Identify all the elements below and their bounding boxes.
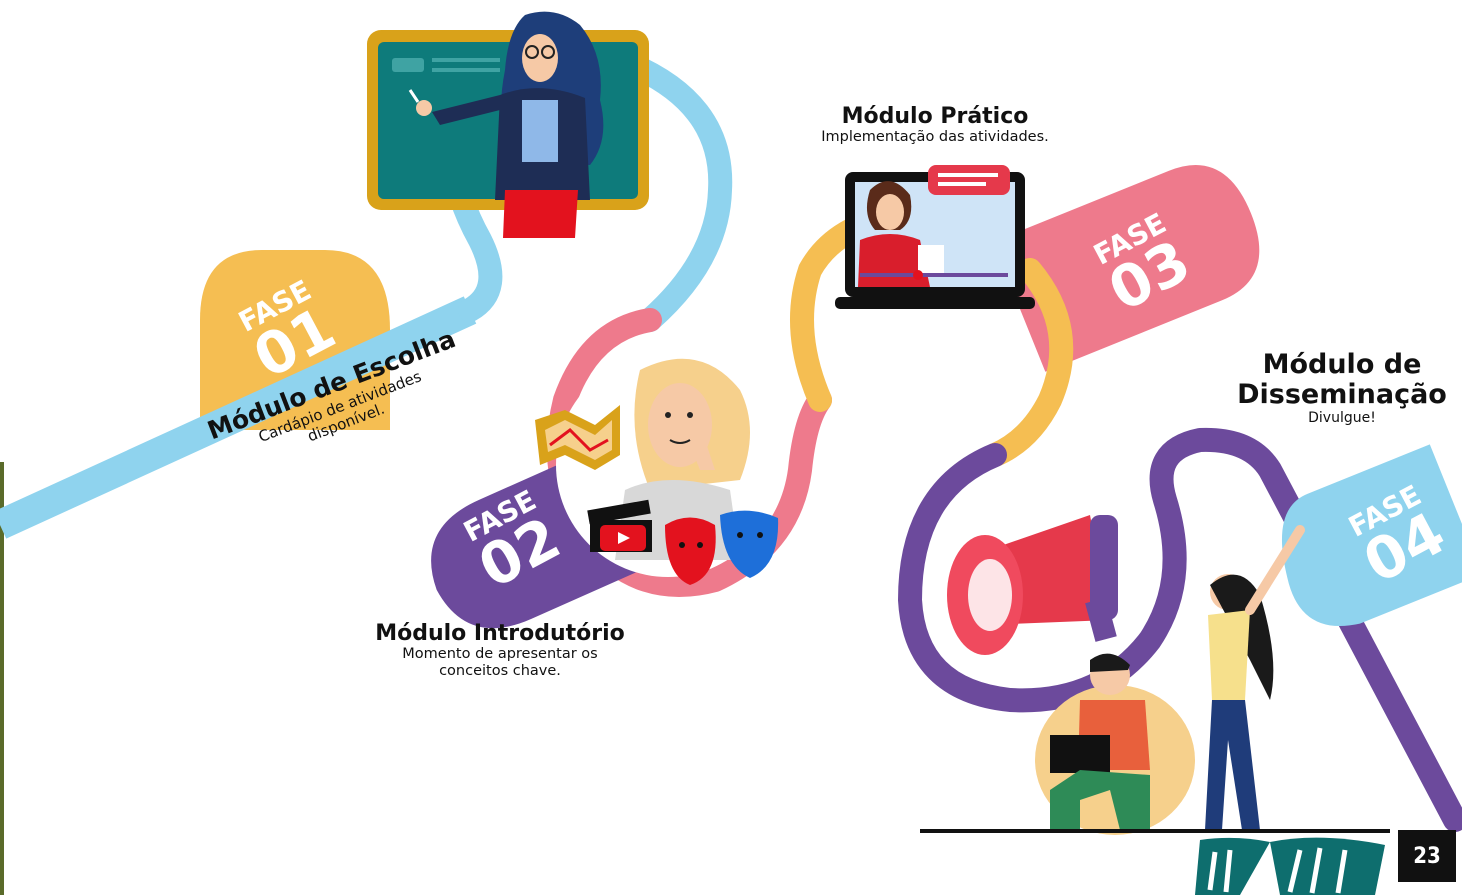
module-introdutorio-desc-1: Momento de apresentar os	[402, 646, 598, 663]
module-introdutorio-desc-2: conceitos chave.	[439, 662, 561, 679]
phase-01-pill	[200, 250, 390, 430]
module-disseminacao-title-2: Disseminação	[1237, 379, 1447, 411]
map-icon	[535, 405, 620, 470]
module-pratico-desc-1: Implementação das atividades.	[821, 129, 1049, 146]
module-introdutorio-label: Módulo Introdutório Momento de apresenta…	[330, 621, 670, 680]
phase-04-pill	[1282, 444, 1462, 627]
path-yellow-right	[983, 258, 1074, 467]
page-number: 23	[1398, 830, 1456, 882]
module-disseminacao-title-1: Módulo de	[1262, 349, 1422, 380]
theater-masks-icon	[665, 510, 779, 585]
left-edge-bar	[0, 462, 4, 895]
laptop-video-lesson-icon	[835, 165, 1035, 309]
path-purple-loop	[898, 427, 1462, 832]
megaphone-icon	[947, 515, 1118, 655]
video-play-icon	[600, 525, 646, 551]
module-disseminacao-desc-1: Divulgue!	[1308, 410, 1376, 427]
module-introdutorio-title: Módulo Introdutório	[375, 621, 625, 646]
path-pink-circle	[546, 308, 832, 597]
module-disseminacao-label: Módulo de Disseminação Divulgue!	[1222, 349, 1462, 427]
module-pratico-label: Módulo Prático Implementação das ativida…	[770, 104, 1100, 146]
module-pratico-title: Módulo Prático	[841, 104, 1029, 129]
path-blue-diagonal	[0, 296, 477, 539]
people-celebrating-icon	[920, 525, 1390, 835]
teacher-blackboard-icon	[367, 11, 649, 238]
palm-leaves-icon	[1195, 837, 1385, 895]
